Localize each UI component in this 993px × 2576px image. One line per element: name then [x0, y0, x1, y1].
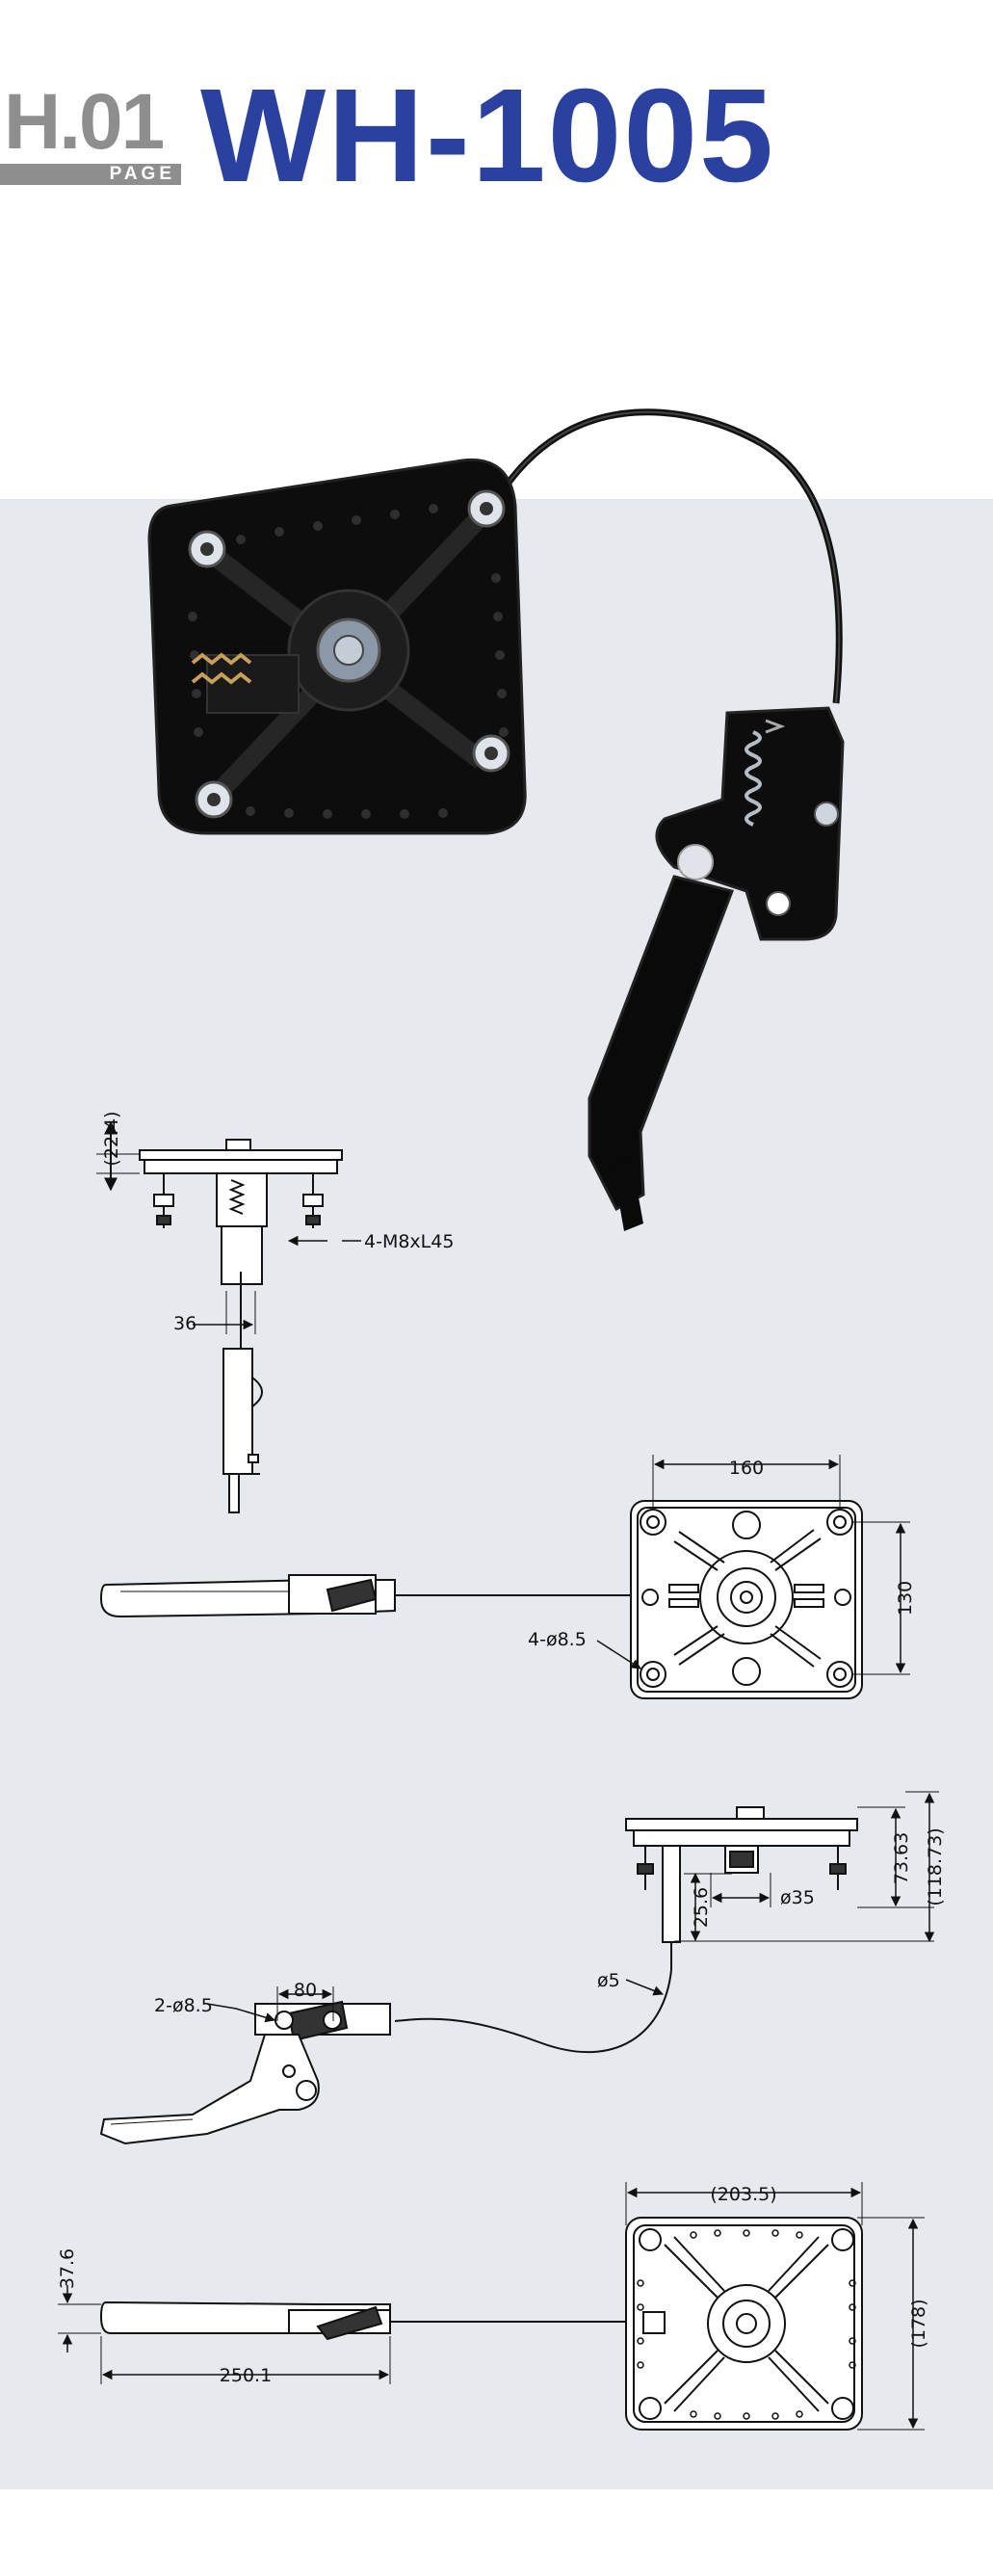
side-height-dim: (22.4) — [101, 1111, 122, 1166]
side-width-dim: 36 — [173, 1313, 196, 1334]
side-bolt-callout: 4-M8xL45 — [364, 1231, 454, 1252]
overall-view-drawing — [58, 2182, 925, 2431]
section-dim-c: 25.6 — [691, 1887, 712, 1928]
product-render — [147, 408, 845, 1231]
overall-plate-height-dim: (178) — [908, 2299, 929, 2348]
cable-dia-dim: ø5 — [597, 1970, 620, 1991]
page-badge: H.01 PAGE — [0, 83, 183, 189]
top-hole-callout: 4-ø8.5 — [528, 1629, 587, 1650]
top-width-dim: 160 — [729, 1458, 764, 1479]
section-dim-b: (118.73) — [925, 1827, 946, 1906]
page-label: PAGE — [109, 164, 175, 184]
page-label-bar: PAGE — [0, 164, 181, 185]
section-dim-a: 73.63 — [891, 1832, 912, 1884]
top-view-drawing — [99, 1455, 910, 1699]
top-height-dim: 130 — [895, 1581, 916, 1616]
section-dim-d: ø35 — [780, 1887, 815, 1908]
model-title: WH-1005 — [200, 62, 775, 210]
overall-lever-height-dim: 37.6 — [57, 2248, 78, 2289]
overall-plate-width-dim: (203.5) — [710, 2184, 776, 2205]
section-view-drawing — [99, 1791, 939, 2145]
lever-width-dim: 80 — [294, 1980, 317, 2001]
page-number: H.01 — [4, 78, 165, 166]
page-header: H.01 PAGE WH-1005 — [0, 0, 993, 289]
side-view-drawing — [96, 1120, 361, 1513]
lever-hole-callout: 2-ø8.5 — [154, 1995, 213, 2016]
overall-lever-length-dim: 250.1 — [220, 2365, 272, 2386]
